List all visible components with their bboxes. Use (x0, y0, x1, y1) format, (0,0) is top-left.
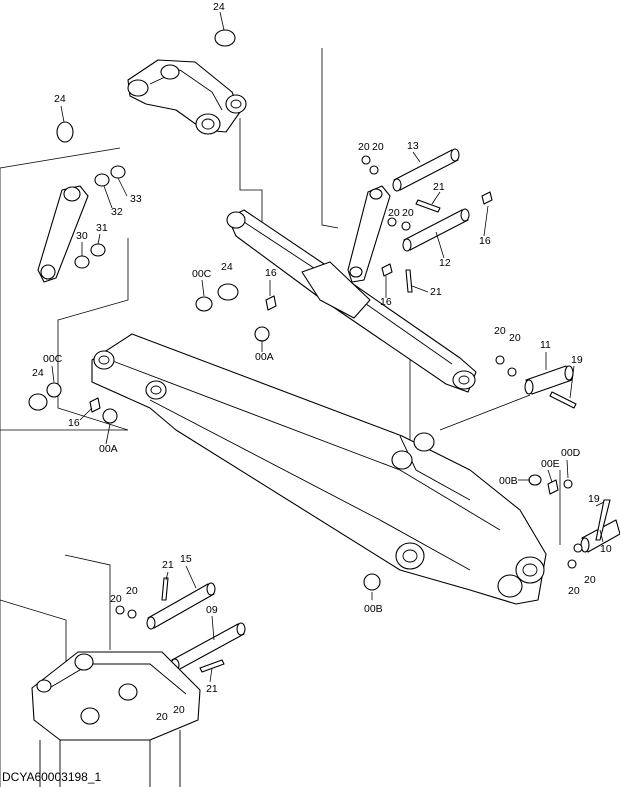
seal-00C-left (46, 382, 62, 398)
pin-10 (567, 499, 620, 569)
callout-12: 12 (439, 257, 451, 269)
callout-16: 16 (479, 235, 491, 247)
shim-33 (110, 165, 126, 179)
callout-15: 15 (180, 553, 192, 565)
callout-00E: 00E (541, 458, 560, 470)
callout-00B: 00B (499, 475, 518, 487)
callout-16: 16 (68, 417, 80, 429)
callout-09: 09 (206, 604, 218, 616)
callout-20: 20 (568, 585, 580, 597)
base-bracket (31, 651, 201, 787)
callout-31: 31 (96, 222, 108, 234)
shim-31 (90, 243, 106, 257)
nut-20-b (369, 165, 379, 175)
callout-20: 20 (402, 207, 414, 219)
nut-20-a (361, 155, 371, 165)
callout-20: 20 (173, 704, 185, 716)
shim-00E (547, 479, 559, 495)
seal-00B-upper (528, 474, 542, 486)
callout-10: 10 (600, 543, 612, 555)
callout-21: 21 (162, 559, 174, 571)
callout-13: 13 (407, 140, 419, 152)
upper-link-assembly (127, 59, 247, 135)
seal-00A-upper (254, 326, 270, 342)
callout-11: 11 (540, 339, 551, 351)
callout-21: 21 (430, 286, 442, 298)
callout-20: 20 (358, 141, 370, 153)
callout-20: 20 (494, 325, 506, 337)
callout-20: 20 (584, 574, 596, 586)
seal-00C-upper (195, 296, 213, 312)
callout-21: 21 (433, 181, 445, 193)
nut-20-c (387, 217, 397, 227)
bolt-21-upper (415, 199, 441, 213)
callout-19: 19 (588, 493, 600, 505)
callout-00D: 00D (561, 447, 581, 459)
callout-00C: 00C (192, 268, 212, 280)
callout-labels: 24 24 24 24 33 32 30 31 13 20 20 21 20 2… (32, 1, 612, 723)
grease-fitting-16-b (381, 263, 393, 277)
pin-12 (402, 208, 470, 252)
callout-leaders (51, 11, 605, 683)
boom-structure (91, 333, 547, 605)
callout-33: 33 (130, 193, 142, 205)
o-ring-24-lower (28, 393, 48, 411)
callout-21: 21 (206, 683, 218, 695)
grease-fitting-16-c (265, 295, 277, 311)
grease-fitting-16-d (89, 397, 101, 413)
o-ring-24-left (56, 121, 74, 143)
callout-20: 20 (110, 593, 122, 605)
o-ring-24-top (214, 29, 236, 47)
callout-24: 24 (54, 93, 66, 105)
cylinder-bracket (347, 185, 391, 283)
shim-30 (74, 255, 90, 269)
callout-24: 24 (213, 1, 225, 13)
callout-20: 20 (156, 711, 168, 723)
pin-11 (495, 355, 577, 409)
grease-fitting-16-a (481, 191, 493, 205)
callout-16: 16 (380, 296, 392, 308)
callout-16: 16 (265, 267, 277, 279)
shim-32 (94, 173, 110, 187)
pin-13 (392, 148, 460, 192)
callout-00A: 00A (99, 443, 118, 455)
alignment-lines (0, 48, 561, 787)
callout-20: 20 (509, 332, 521, 344)
pin-15 (115, 577, 216, 630)
callout-20: 20 (372, 141, 384, 153)
callout-00A: 00A (255, 351, 274, 363)
nut-20-d (401, 221, 411, 231)
callout-00C: 00C (43, 353, 63, 365)
o-ring-24-mid (217, 283, 239, 301)
callout-20: 20 (126, 585, 138, 597)
seal-00A-lower (102, 408, 118, 424)
callout-00B: 00B (364, 603, 383, 615)
diagram-id: DCYA60003198_1 (2, 770, 102, 784)
seal-00B-lower (363, 573, 381, 591)
side-links (37, 165, 126, 283)
bolt-21-lower (405, 269, 413, 293)
callout-32: 32 (111, 206, 123, 218)
callout-24: 24 (32, 367, 44, 379)
part-00D (563, 479, 573, 489)
callout-24: 24 (221, 261, 233, 273)
arm-cylinder (226, 209, 477, 393)
callout-30: 30 (76, 230, 88, 242)
callout-19: 19 (571, 354, 583, 366)
callout-20: 20 (388, 207, 400, 219)
